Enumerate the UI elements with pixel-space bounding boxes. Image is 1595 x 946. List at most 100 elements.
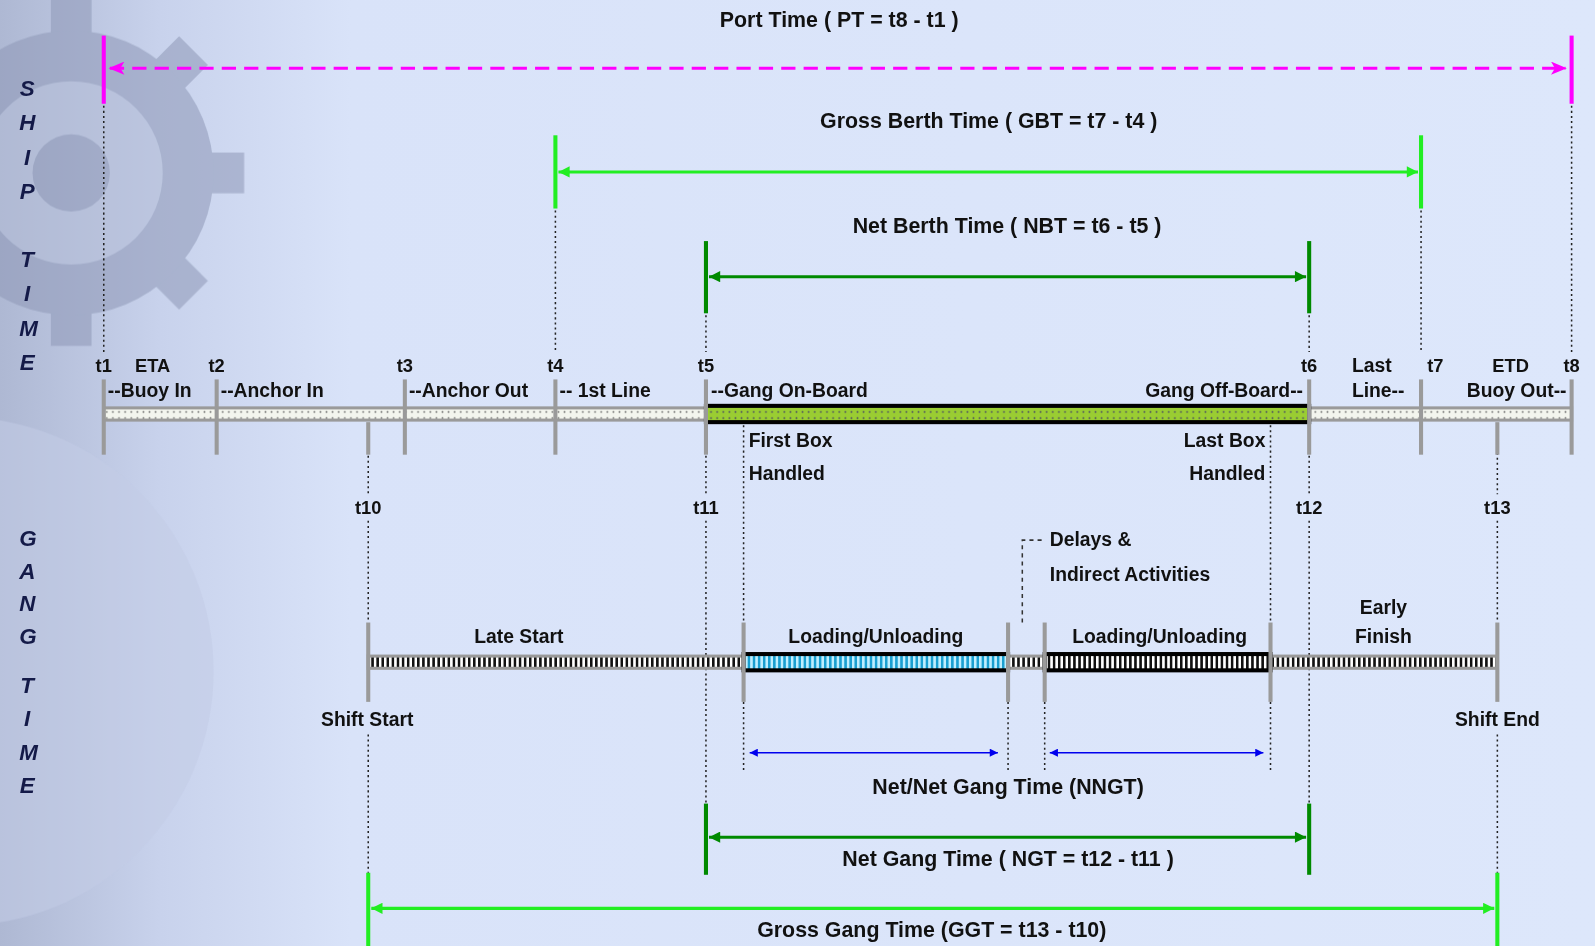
dimension-line	[709, 836, 1306, 839]
dimension-end	[366, 873, 370, 946]
event-label: --Anchor In	[221, 379, 324, 400]
leader-line	[1022, 540, 1041, 622]
guide-line	[743, 425, 745, 622]
dimension-end	[1495, 873, 1499, 946]
segment-label: Late Start	[474, 625, 563, 649]
guide-line	[1044, 702, 1046, 770]
vertical-heading: SHIP	[19, 71, 35, 209]
event-label: Shift End	[1455, 708, 1540, 732]
dimension-end	[704, 241, 708, 313]
event-label: -- 1st Line	[559, 379, 650, 400]
event-label: Gang Off-Board--	[1145, 378, 1303, 402]
dimension-title: Net/Net Gang Time (NNGT)	[872, 775, 1143, 799]
guide-line	[367, 456, 369, 495]
event-label: Shift End	[1455, 709, 1540, 730]
gear-shadow	[0, 417, 214, 926]
guide-line	[1497, 734, 1499, 872]
guide-line	[1571, 106, 1573, 352]
guide-line	[103, 106, 105, 352]
tick-mark	[742, 623, 746, 702]
dimension-title: Gross Berth Time ( GBT = t7 - t4 )	[820, 109, 1157, 133]
time-point: t11	[693, 497, 718, 517]
event-label: --Anchor In	[221, 378, 324, 402]
callout-note: Delays & Indirect Activities	[1050, 523, 1233, 592]
dimension-title: Gross Berth Time ( GBT = t7 - t4 )	[820, 109, 1157, 132]
callout-note: Delays & Indirect Activities	[1050, 529, 1210, 585]
time-point: t7	[1427, 354, 1443, 378]
guide-line	[743, 702, 745, 773]
tick-mark	[1495, 623, 1499, 702]
tick-mark	[1006, 623, 1010, 702]
tick-mark	[366, 623, 370, 702]
dimension-title: Net Berth Time ( NBT = t6 - t5 )	[853, 214, 1162, 237]
dimension-title: Gross Gang Time (GGT = t13 - t10)	[757, 918, 1106, 942]
tick-mark	[704, 379, 708, 454]
net-gang-dimension	[706, 804, 1309, 875]
guide-line	[367, 521, 369, 623]
time-point: t5	[698, 354, 714, 378]
event-label: --Gang On-Board	[711, 378, 868, 402]
net-berth-dimension	[706, 241, 1309, 313]
time-point: t3	[397, 356, 413, 376]
event-label: --Buoy In	[108, 379, 192, 400]
tick-mark	[1043, 623, 1047, 702]
vertical-heading: SHIP	[19, 75, 35, 204]
event-label: First Box Handled	[749, 429, 833, 484]
dimension-end	[1307, 804, 1311, 875]
guide-lines	[104, 106, 1572, 873]
time-point: t4	[547, 356, 563, 376]
event-label: Shift Start	[321, 708, 413, 732]
event-label: Last Box Handled	[1184, 429, 1266, 484]
dimension-end	[1419, 135, 1423, 208]
tick-mark	[102, 379, 106, 454]
time-point: t5	[698, 356, 714, 376]
event-label: Shift Start	[321, 709, 413, 730]
tick-mark	[553, 379, 557, 454]
gear-ring	[0, 81, 163, 264]
tick-mark	[366, 422, 370, 455]
dimension-line	[558, 170, 1418, 173]
guide-line	[1007, 702, 1009, 770]
time-point: t8	[1563, 354, 1579, 378]
time-point: t13	[1484, 495, 1510, 519]
dimension-line	[750, 752, 998, 754]
ship-ticks	[104, 379, 1572, 454]
event-label: --Buoy In	[108, 378, 192, 402]
segment-label: Early Finish	[1355, 597, 1412, 647]
vertical-heading: GANG	[19, 523, 35, 653]
event-label: Gang Off-Board--	[1145, 379, 1303, 400]
tick-mark	[403, 379, 407, 454]
time-point: t7	[1427, 356, 1443, 376]
event-label: ETA	[135, 356, 170, 376]
dimension-title: Net/Net Gang Time (NNGT)	[872, 775, 1143, 798]
dimension-end	[553, 135, 557, 208]
time-point: t10	[355, 497, 381, 517]
dimension-title: Port Time ( PT = t8 - t1 )	[720, 8, 959, 32]
time-point: t2	[209, 356, 225, 376]
time-point: t13	[1484, 497, 1510, 517]
time-point: t6	[1301, 356, 1317, 376]
dimension-end	[1570, 36, 1574, 104]
guide-line	[1308, 315, 1310, 352]
guide-line	[367, 734, 369, 872]
guide-line	[1270, 425, 1272, 622]
dimension-line	[371, 907, 1494, 910]
time-point: t1	[96, 356, 112, 376]
dimension-title: Gross Gang Time (GGT = t13 - t10)	[757, 918, 1106, 941]
guide-line	[1270, 702, 1272, 773]
segment-label: Late Start	[474, 626, 563, 647]
tick-mark	[1268, 623, 1272, 702]
event-label: ETD	[1492, 356, 1529, 376]
tick-mark	[1495, 422, 1499, 455]
segment-label: Loading/Unloading	[788, 625, 963, 649]
guide-line	[555, 211, 557, 352]
event-label: ETA	[135, 354, 170, 378]
loading-segment	[1045, 654, 1271, 670]
event-label: ETD	[1492, 354, 1529, 378]
working-period-bar	[706, 406, 1309, 422]
event-label: Last Box Handled	[1143, 423, 1265, 490]
guide-line	[1497, 521, 1499, 623]
dimension-title: Net Gang Time ( NGT = t12 - t11 )	[842, 846, 1173, 869]
tick-mark	[1419, 379, 1423, 454]
time-point: t2	[209, 354, 225, 378]
